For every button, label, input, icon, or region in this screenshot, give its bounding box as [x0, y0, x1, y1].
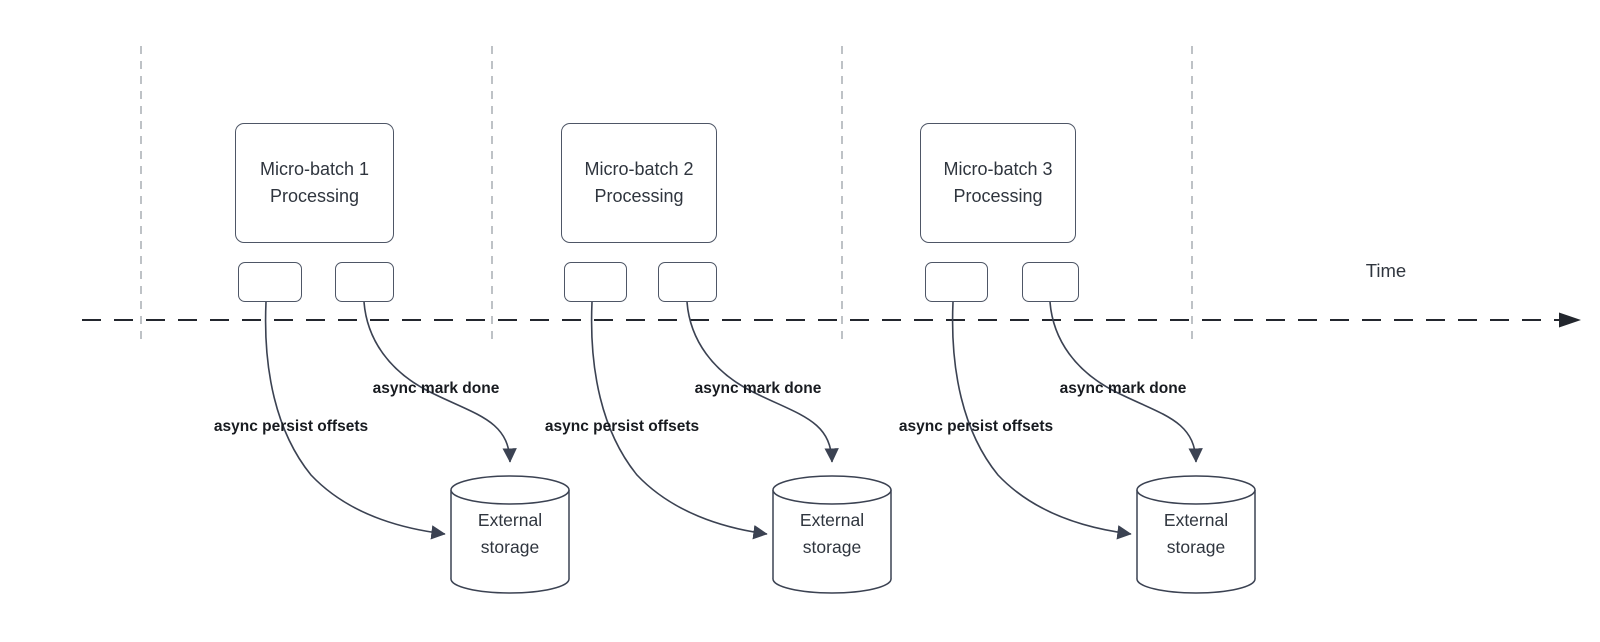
external-storage-label-1: External storage: [478, 507, 542, 561]
storage-label-line1: External: [477, 510, 543, 530]
storage-label-line1: External: [799, 510, 865, 530]
mark-done-arrow-1: [363, 301, 517, 463]
process-box-title-line1: Micro-batch 2: [584, 159, 694, 179]
micro-batch-2-process-box: Micro-batch 2 Processing: [561, 123, 717, 243]
mark-done-arrow-2: [686, 301, 839, 463]
persist-offsets-arrow-1: [264, 301, 446, 540]
storage-label-line1: External: [1163, 510, 1229, 530]
storage-label-line2: storage: [802, 537, 862, 557]
external-storage-cylinder-2: [772, 475, 892, 594]
storage-label-line2: storage: [1166, 537, 1226, 557]
persist-offsets-arrow-2: [590, 301, 768, 540]
process-box-title-line2: Processing: [269, 186, 360, 206]
process-box-title-line2: Processing: [953, 186, 1043, 206]
offsets-task-chip-2: [564, 262, 627, 302]
process-box-title-line1: Micro-batch 1: [259, 159, 370, 179]
external-storage-label-3: External storage: [1164, 507, 1228, 561]
time-axis-label: Time: [1365, 260, 1407, 281]
micro-batch-3-process-box: Micro-batch 3 Processing: [920, 123, 1076, 243]
done-task-chip-1: [335, 262, 394, 302]
done-task-chip-3: [1022, 262, 1079, 302]
external-storage-label-2: External storage: [800, 507, 864, 561]
mark-done-label-1: async mark done: [372, 380, 500, 397]
mark-done-label-3: async mark done: [1059, 380, 1187, 397]
process-box-title-line1: Micro-batch 3: [943, 159, 1053, 179]
process-box-title-line2: Processing: [594, 186, 684, 206]
persist-offsets-label-3: async persist offsets: [898, 418, 1054, 435]
persist-offsets-arrow-3: [951, 301, 1132, 540]
mark-done-arrow-3: [1049, 301, 1203, 463]
persist-offsets-label-1: async persist offsets: [213, 418, 369, 435]
mark-done-label-2: async mark done: [694, 380, 822, 397]
done-task-chip-2: [658, 262, 717, 302]
time-axis-arrowhead: [1559, 312, 1581, 328]
external-storage-cylinder-1: [450, 475, 570, 594]
offsets-task-chip-3: [925, 262, 988, 302]
micro-batch-1-process-box: Micro-batch 1 Processing: [235, 123, 394, 243]
persist-offsets-label-2: async persist offsets: [544, 418, 700, 435]
external-storage-cylinder-3: [1136, 475, 1256, 594]
storage-label-line2: storage: [480, 537, 540, 557]
offsets-task-chip-1: [238, 262, 302, 302]
